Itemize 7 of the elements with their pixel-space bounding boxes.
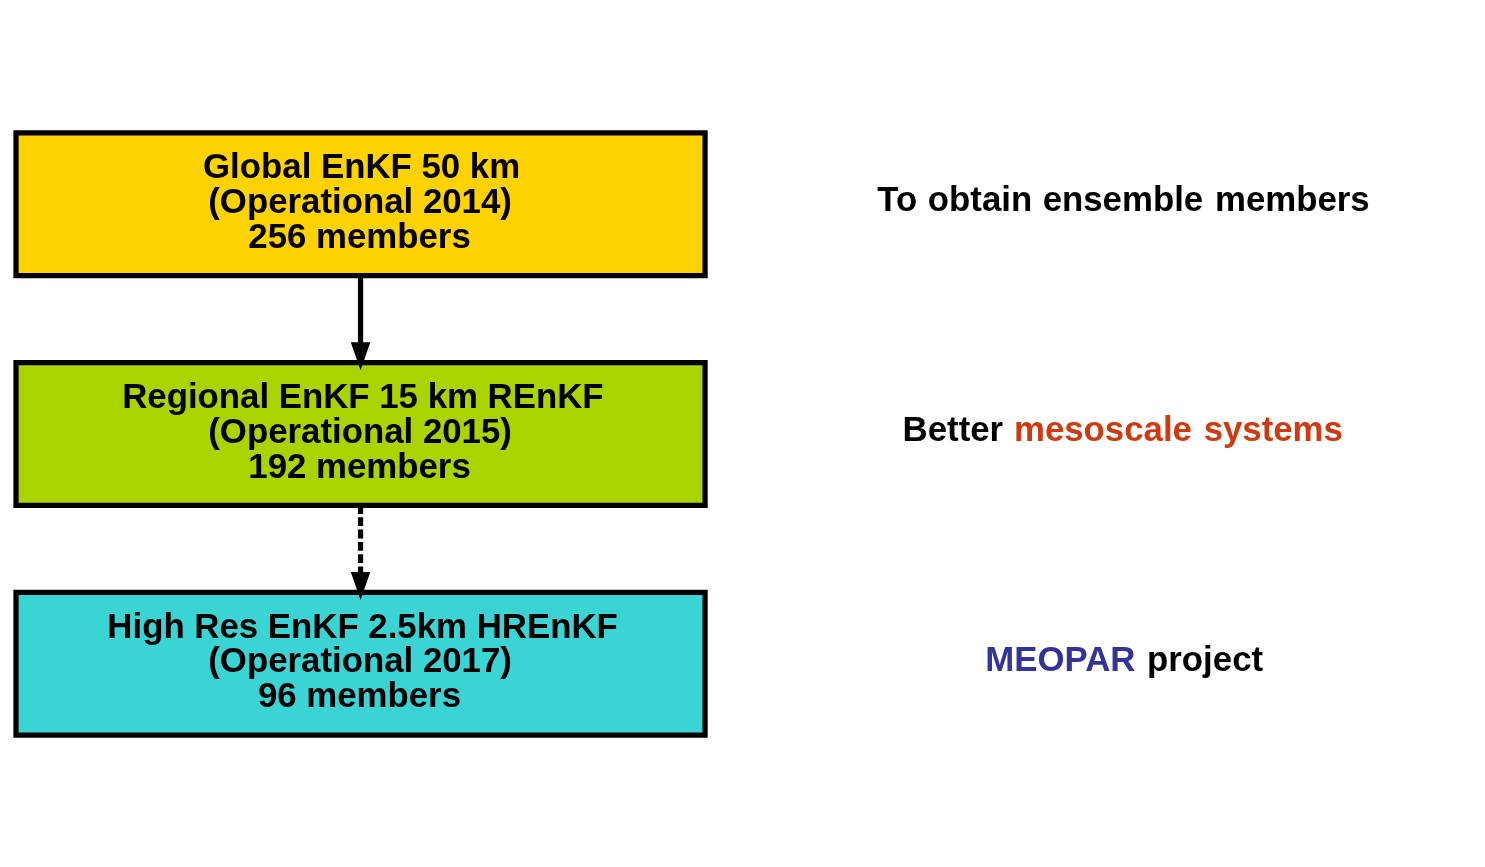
node-box: High Res EnKF 2.5km HREnKF (Operational 2017) 96 members	[13, 589, 708, 738]
arrow	[350, 275, 371, 370]
label: MEOPAR project	[985, 638, 1264, 678]
label: Better mesoscale systems	[902, 408, 1343, 448]
node-box: Global EnKF 50 km (Operational 2014) 256 members	[13, 129, 708, 278]
node-box: Regional EnKF 15 km REnKF (Operational 2015) 192 members	[13, 359, 708, 508]
label: To obtain ensemble members	[877, 178, 1370, 218]
